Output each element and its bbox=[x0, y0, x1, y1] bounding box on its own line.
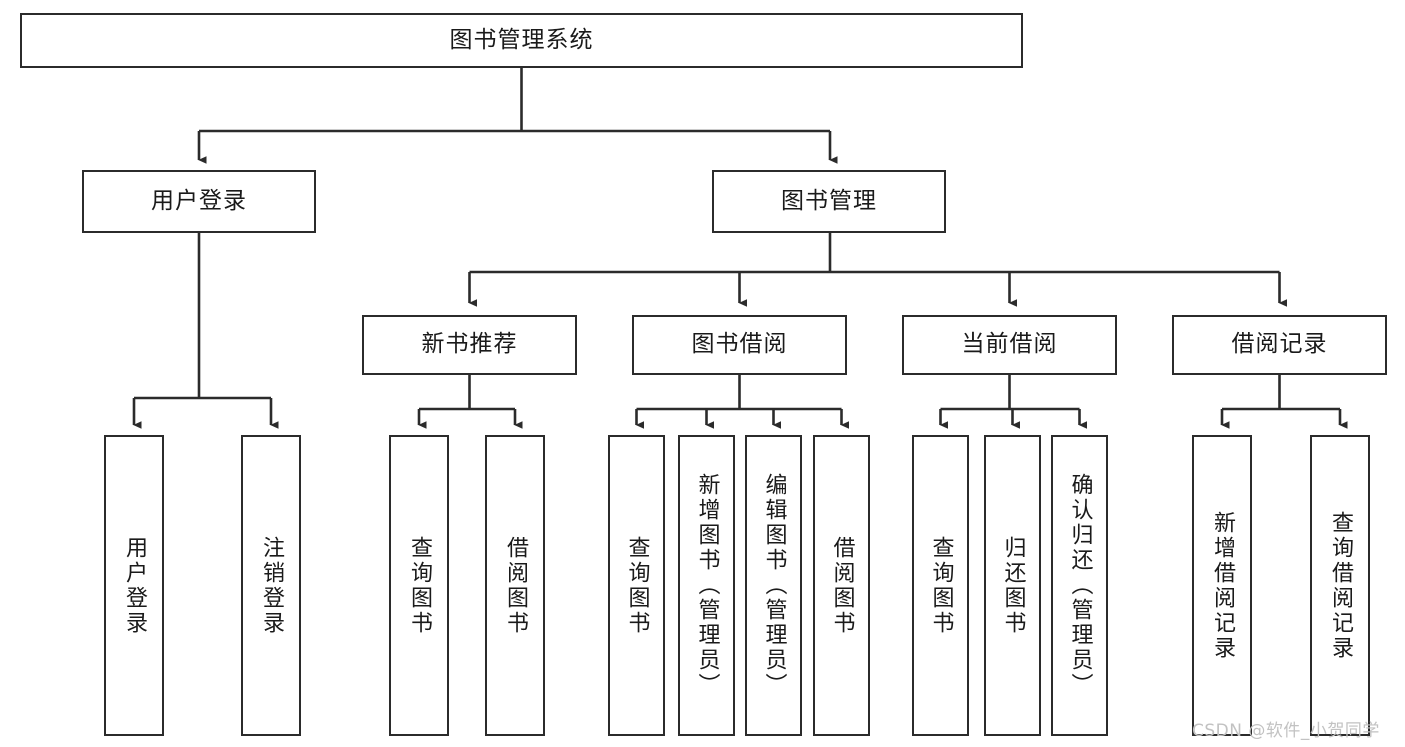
csdn-watermark: CSDN @软件_小贺同学 bbox=[1192, 721, 1380, 741]
node-leaf-return-book[interactable]: 归还图书 bbox=[984, 435, 1041, 736]
node-borrow-records[interactable]: 借阅记录 bbox=[1172, 315, 1387, 375]
node-leaf-query-book-current[interactable]: 查询图书 bbox=[912, 435, 969, 736]
node-leaf-query-book-borrow-label: 查询图书 bbox=[624, 535, 650, 636]
node-root-label: 图书管理系统 bbox=[449, 26, 594, 53]
node-leaf-user-login-label: 用户登录 bbox=[121, 535, 147, 636]
node-leaf-borrow-book-recommend-label: 借阅图书 bbox=[502, 535, 528, 636]
node-book-borrow[interactable]: 图书借阅 bbox=[632, 315, 847, 375]
node-new-book-recommend[interactable]: 新书推荐 bbox=[362, 315, 577, 375]
node-user-login-label: 用户登录 bbox=[151, 187, 247, 214]
node-leaf-edit-book-admin-label: 编辑图书（管理员） bbox=[761, 473, 787, 698]
node-current-borrow[interactable]: 当前借阅 bbox=[902, 315, 1117, 375]
node-leaf-query-book-borrow[interactable]: 查询图书 bbox=[608, 435, 665, 736]
node-leaf-user-logout-label: 注销登录 bbox=[258, 535, 284, 636]
node-leaf-add-book-admin-label: 新增图书（管理员） bbox=[694, 473, 720, 698]
node-user-login[interactable]: 用户登录 bbox=[82, 170, 316, 233]
node-leaf-return-book-label: 归还图书 bbox=[1000, 535, 1026, 636]
node-leaf-query-book-current-label: 查询图书 bbox=[928, 535, 954, 636]
node-leaf-borrow-book[interactable]: 借阅图书 bbox=[813, 435, 870, 736]
node-leaf-query-book-recommend-label: 查询图书 bbox=[406, 535, 432, 636]
node-leaf-add-borrow-record-label: 新增借阅记录 bbox=[1209, 510, 1235, 661]
node-new-book-recommend-label: 新书推荐 bbox=[421, 331, 518, 358]
node-leaf-confirm-return-admin[interactable]: 确认归还（管理员） bbox=[1051, 435, 1108, 736]
node-leaf-borrow-book-label: 借阅图书 bbox=[829, 535, 855, 636]
node-leaf-add-book-admin[interactable]: 新增图书（管理员） bbox=[678, 435, 735, 736]
node-leaf-query-borrow-record[interactable]: 查询借阅记录 bbox=[1310, 435, 1370, 736]
node-leaf-user-login[interactable]: 用户登录 bbox=[104, 435, 164, 736]
node-borrow-records-label: 借阅记录 bbox=[1231, 331, 1328, 358]
node-leaf-borrow-book-recommend[interactable]: 借阅图书 bbox=[485, 435, 545, 736]
node-leaf-edit-book-admin[interactable]: 编辑图书（管理员） bbox=[745, 435, 802, 736]
node-leaf-user-logout[interactable]: 注销登录 bbox=[241, 435, 301, 736]
node-book-management[interactable]: 图书管理 bbox=[712, 170, 946, 233]
node-leaf-query-book-recommend[interactable]: 查询图书 bbox=[389, 435, 449, 736]
node-book-management-label: 图书管理 bbox=[781, 187, 877, 214]
node-root[interactable]: 图书管理系统 bbox=[20, 13, 1023, 68]
node-leaf-confirm-return-admin-label: 确认归还（管理员） bbox=[1067, 473, 1093, 698]
node-current-borrow-label: 当前借阅 bbox=[961, 331, 1058, 358]
node-leaf-add-borrow-record[interactable]: 新增借阅记录 bbox=[1192, 435, 1252, 736]
node-book-borrow-label: 图书借阅 bbox=[691, 331, 788, 358]
node-leaf-query-borrow-record-label: 查询借阅记录 bbox=[1327, 510, 1353, 661]
